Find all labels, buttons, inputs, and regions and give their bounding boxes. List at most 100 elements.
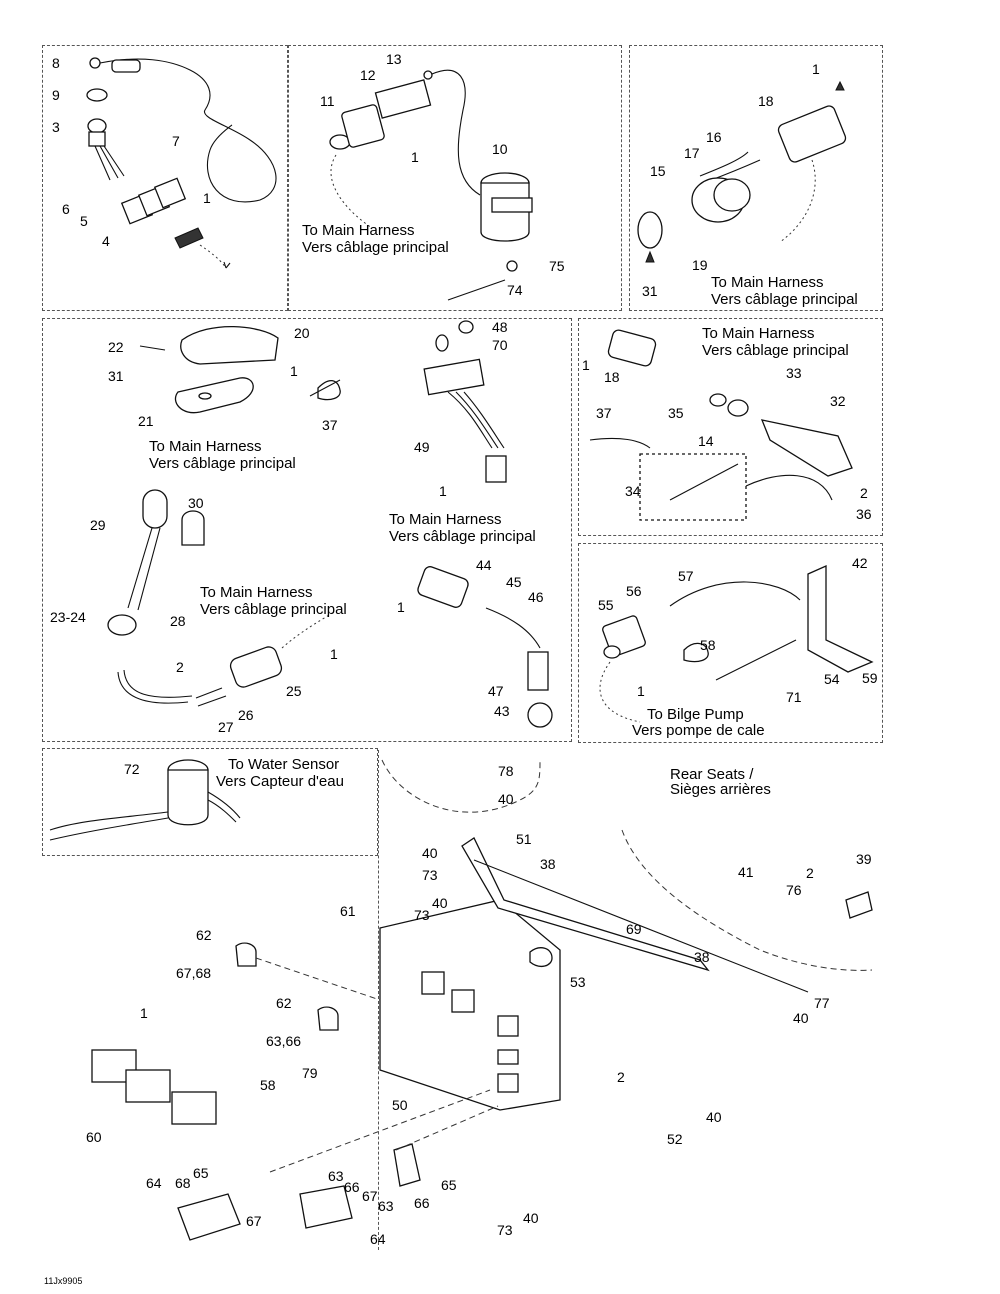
callout-p8-5: 43 xyxy=(494,703,510,719)
callout-p11-32: 65 xyxy=(193,1165,209,1181)
callout-p1-6: 4 xyxy=(102,233,110,249)
callout-p11-30: 64 xyxy=(146,1175,162,1191)
caption-p3-fr: Vers câblage principal xyxy=(711,291,858,308)
caption-p11-fr: Sièges arrières xyxy=(670,781,771,798)
callout-p11-31: 68 xyxy=(175,1175,191,1191)
sensor-bracket-assembly xyxy=(589,329,853,521)
callout-p11-8: 73 xyxy=(414,907,430,923)
callout-p2-3: 1 xyxy=(411,149,419,165)
callout-p11-2: 51 xyxy=(516,831,532,847)
callout-p2-6: 74 xyxy=(507,282,523,298)
callout-p9-1: 42 xyxy=(852,555,868,571)
callout-p7-7: 26 xyxy=(238,707,254,723)
bilge-sensor-assembly xyxy=(417,566,553,728)
callout-p2-1: 12 xyxy=(360,67,376,83)
caption-p7-en: To Main Harness xyxy=(200,584,313,601)
callout-p11-35: 66 xyxy=(344,1179,360,1195)
buzzer-assembly xyxy=(637,80,847,263)
cable-connector-assembly xyxy=(86,57,277,269)
callout-p11-27: 2 xyxy=(617,1069,625,1085)
caption-p2-fr: Vers câblage principal xyxy=(302,239,449,256)
callout-p9-2: 56 xyxy=(626,583,642,599)
panel-solenoid xyxy=(288,45,622,311)
callout-p7-8: 27 xyxy=(218,719,234,735)
callout-p11-38: 65 xyxy=(441,1177,457,1193)
callout-p9-4: 58 xyxy=(700,637,716,653)
callout-p5-2: 49 xyxy=(414,439,430,455)
callout-p6-4: 14 xyxy=(698,433,714,449)
callout-p11-7: 40 xyxy=(432,895,448,911)
callout-p4-4: 21 xyxy=(138,413,154,429)
panel-bilge-sensor xyxy=(578,543,883,743)
callout-p11-29: 52 xyxy=(667,1131,683,1147)
callout-p6-0: 18 xyxy=(604,369,620,385)
callout-p1-1: 9 xyxy=(52,87,60,103)
callout-p9-5: 1 xyxy=(637,683,645,699)
caption-p2-en: To Main Harness xyxy=(302,222,415,239)
callout-p11-37: 63 xyxy=(378,1198,394,1214)
callout-p11-14: 39 xyxy=(856,851,872,867)
caption-p5-fr: Vers câblage principal xyxy=(389,528,536,545)
panel-connector-cable xyxy=(42,45,288,311)
callout-p11-21: 63,66 xyxy=(266,1033,302,1049)
callout-p6-3: 35 xyxy=(668,405,684,421)
caption-p4-fr: Vers câblage principal xyxy=(149,455,296,472)
callout-p3-0: 1 xyxy=(812,61,820,77)
callout-p6-6: 37 xyxy=(596,405,612,421)
callout-p3-5: 19 xyxy=(692,257,708,273)
callout-p4-1: 20 xyxy=(294,325,310,341)
callout-p11-33: 67 xyxy=(246,1213,262,1229)
callout-p2-2: 11 xyxy=(320,93,335,109)
callout-p6-9: 36 xyxy=(856,506,872,522)
callout-p6-8: 2 xyxy=(860,485,868,501)
bilge-pump-assembly xyxy=(49,759,241,841)
callout-p8-1: 45 xyxy=(506,574,522,590)
callout-p11-20: 62 xyxy=(276,995,292,1011)
callout-p11-25: 58 xyxy=(260,1077,276,1093)
callout-p7-2: 28 xyxy=(170,613,186,629)
callout-p4-5: 37 xyxy=(322,417,338,433)
callout-p2-0: 13 xyxy=(386,51,402,67)
callout-p11-39: 66 xyxy=(414,1195,430,1211)
callout-p11-11: 67,68 xyxy=(176,965,212,981)
callout-p11-40: 40 xyxy=(523,1210,539,1226)
panel-buzzer xyxy=(629,45,883,311)
callout-p1-4: 6 xyxy=(62,201,70,217)
callout-p11-41: 73 xyxy=(497,1222,513,1238)
callout-p11-26: 50 xyxy=(392,1097,408,1113)
caption-p3-en: To Main Harness xyxy=(711,274,824,291)
callout-p4-0: 22 xyxy=(108,339,124,355)
callout-p11-5: 41 xyxy=(738,864,754,880)
callout-p11-3: 40 xyxy=(422,845,438,861)
drawing-reference: 11Jx9905 xyxy=(44,1276,83,1286)
switch-housing-assembly xyxy=(139,325,341,414)
callout-p3-4: 15 xyxy=(650,163,666,179)
callout-p11-17: 38 xyxy=(694,949,710,965)
callout-p7-4: 2 xyxy=(176,659,184,675)
callout-p7-6: 25 xyxy=(286,683,302,699)
callout-p11-12: 69 xyxy=(626,921,642,937)
callout-p4-2: 31 xyxy=(108,368,124,384)
callout-p11-19: 40 xyxy=(793,1010,809,1026)
callout-p11-28: 40 xyxy=(706,1109,722,1125)
stick-switch-assembly xyxy=(107,489,335,707)
sensor-switch-assembly xyxy=(423,320,507,483)
callout-p3-2: 16 xyxy=(706,129,722,145)
callout-p9-0: 57 xyxy=(678,568,694,584)
caption-p9-en: To Bilge Pump xyxy=(647,706,744,723)
callout-p6-1: 1 xyxy=(582,357,590,373)
callout-p3-1: 18 xyxy=(758,93,774,109)
callout-p10-0: 72 xyxy=(124,761,140,777)
callout-p9-8: 71 xyxy=(786,689,802,705)
callout-p11-9: 61 xyxy=(340,903,356,919)
bilge-bracket-assembly xyxy=(599,564,874,723)
caption-p9-fr: Vers pompe de cale xyxy=(632,722,765,739)
callout-p6-2: 33 xyxy=(786,365,802,381)
callout-p5-0: 48 xyxy=(492,319,508,335)
callout-p11-1: 40 xyxy=(498,791,514,807)
callout-p11-34: 63 xyxy=(328,1168,344,1184)
callout-p2-5: 75 xyxy=(549,258,565,274)
callout-p11-36: 67 xyxy=(362,1188,378,1204)
callout-p7-3: 23-24 xyxy=(50,609,86,625)
callout-p9-7: 59 xyxy=(862,670,878,686)
